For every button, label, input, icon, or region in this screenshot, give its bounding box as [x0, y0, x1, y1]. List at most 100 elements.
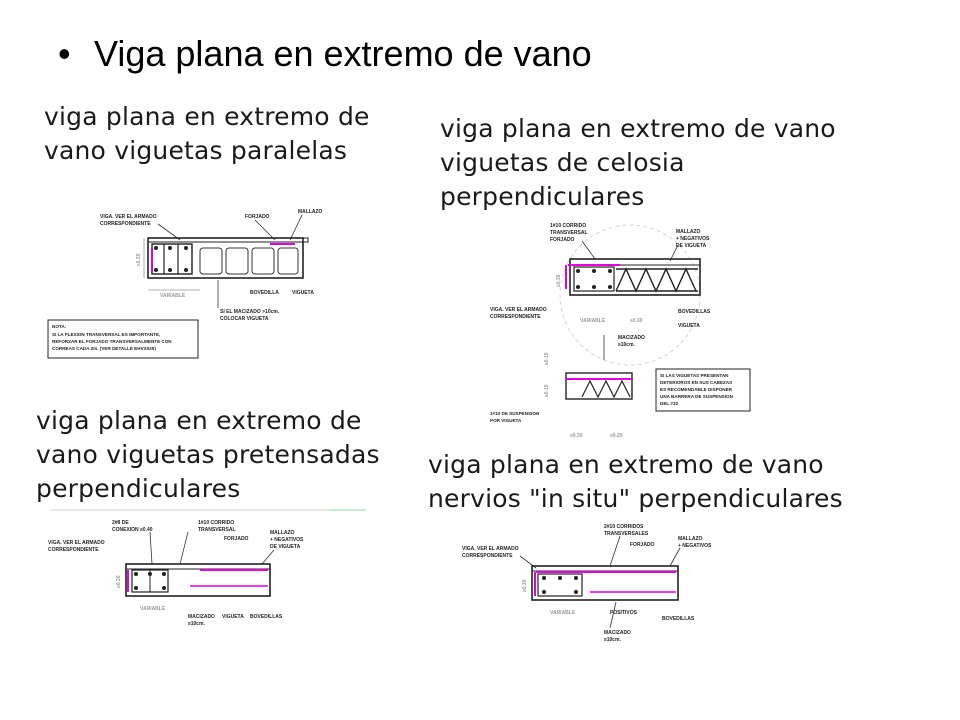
- caption-line: viguetas de celosia: [440, 148, 685, 177]
- label-cond-2: CONEXION ≥0.40: [112, 527, 153, 533]
- note-box: [47, 319, 199, 359]
- note-line: DEL #10: [660, 401, 678, 406]
- leader-line: [261, 549, 275, 565]
- rebar-dot: [154, 268, 158, 272]
- panel-1-drawing: VIGA. VER EL ARMADO CORRESPONDIENTE FORJ…: [47, 209, 323, 359]
- label-mallazo: MALLAZO: [676, 229, 701, 235]
- note-line: UNA BARRERA DE SUSPENSION: [660, 394, 734, 399]
- label-bovedillas: BOVEDILLAS: [250, 614, 283, 620]
- hollow-block: [277, 247, 299, 275]
- label-mallazo: MALLAZO: [270, 530, 295, 536]
- rebar-dot: [574, 576, 578, 580]
- label-mallazo-3: DE VIGUETA: [676, 243, 707, 249]
- label-dim-1: ≥0.30: [570, 433, 583, 439]
- rebar-dot: [134, 572, 138, 576]
- caption-line: viga plana en extremo de: [36, 406, 362, 435]
- lattice-truss: [615, 267, 697, 293]
- label-macizado: MACIZADO: [188, 614, 215, 620]
- label-forjado: FORJADO: [550, 237, 575, 243]
- label-macizado-2: ≥10cm.: [188, 621, 206, 627]
- stirrup: [573, 266, 615, 292]
- note-line: SI LAS VIGUETAS PRESENTAN: [660, 373, 729, 378]
- rebar-dot: [162, 572, 166, 576]
- rebar-dot: [168, 246, 172, 250]
- leader-line: [609, 601, 617, 629]
- rebar-dot: [576, 285, 580, 289]
- slab-topping: [147, 237, 309, 243]
- label-bovedillas: BOVEDILLAS: [662, 616, 695, 622]
- panel-3-caption: viga plana en extremo de vano viguetas p…: [36, 404, 380, 506]
- leader-line: [581, 240, 596, 260]
- rebar-dot: [154, 246, 158, 250]
- beam-section: [569, 258, 701, 296]
- caption-line: viga plana en extremo de vano: [428, 450, 824, 479]
- hollow-block: [251, 247, 275, 275]
- label-suspension-2: POR VIGUETA: [490, 418, 522, 423]
- label-corrido-2: TRANSVERSAL: [198, 527, 236, 533]
- rebar-dot: [592, 269, 596, 273]
- label-cond: 2#8 DE: [112, 520, 129, 526]
- label-macizado: SI EL MACIZADO >10cm.: [220, 309, 280, 315]
- leader-line: [609, 535, 621, 567]
- label-macizado: MACIZADO: [604, 630, 631, 636]
- label-corrido-2: TRANSVERSAL: [550, 230, 588, 236]
- label-variable: VARIABLE: [580, 318, 606, 324]
- caption-line: nervios "in situ" perpendiculares: [428, 484, 843, 513]
- note-line: ES RECOMENDABLE DISPONER: [660, 387, 733, 392]
- leader-line: [254, 219, 276, 241]
- note-line: REFORZAR EL FORJADO TRANSVERSALMENTE CON: [52, 339, 172, 344]
- label-macizado: MACIZADO: [618, 335, 645, 341]
- beam-section: [125, 563, 271, 597]
- leader-line: [289, 214, 303, 241]
- rebar-dot: [184, 268, 188, 272]
- label-vigueta: VIGUETA: [292, 290, 314, 296]
- stirrup: [537, 573, 583, 597]
- rebar-dot: [168, 268, 172, 272]
- rebar-dot: [134, 586, 138, 590]
- note-box: [655, 368, 751, 412]
- leader-line: [179, 531, 189, 565]
- label-viga: VIGA. VER EL ARMADO: [100, 214, 157, 220]
- panel-1-caption: viga plana en extremo de vano viguetas p…: [44, 100, 370, 168]
- label-variable: VARIABLE: [160, 293, 186, 299]
- caption-line: vano viguetas pretensadas: [36, 440, 380, 469]
- label-viga2: CORRESPONDIENTE: [100, 221, 151, 227]
- detail-section: [565, 372, 633, 400]
- leader-line: [669, 547, 681, 567]
- hollow-block: [199, 247, 223, 275]
- label-mallazo-2: + NEGATIVOS: [270, 537, 304, 543]
- rebar-dot: [148, 572, 152, 576]
- label-mallazo-2: + NEGATIVOS: [678, 543, 712, 549]
- label-suspension: 1#10 DE SUSPENSION: [490, 411, 540, 416]
- panel-4-caption: viga plana en extremo de vano nervios "i…: [428, 448, 843, 516]
- panel-3-drawing: 2#8 DE CONEXION ≥0.40 1#10 CORRIDO TRANS…: [48, 509, 366, 627]
- label-vigueta: VIGUETA: [678, 323, 700, 329]
- beam-section: [531, 565, 679, 601]
- label-corrido: 2#10 CORRIDOS: [604, 524, 644, 530]
- label-mallazo-3: DE VIGUETA: [270, 544, 301, 550]
- panel-4-drawing: 2#10 CORRIDOS TRANSVERSALES FORJADO MALL…: [462, 524, 712, 643]
- label-bovedillas: BOVEDILLAS: [678, 309, 711, 315]
- label-viga-2: CORRESPONDIENTE: [48, 547, 99, 553]
- label-positivos: POSITIVOS: [610, 610, 638, 616]
- label-height: ≥0.30: [556, 274, 562, 287]
- label-bovedilla: BOVEDILLA: [250, 290, 279, 296]
- label-dim-2: ≥0.25: [610, 433, 623, 439]
- panel-2-drawing: 1#10 CORRIDO TRANSVERSAL FORJADO MALLAZO…: [490, 223, 751, 439]
- label-corrido-2: TRANSVERSALES: [604, 531, 649, 537]
- label-height-2: ≥0.15: [544, 352, 550, 365]
- rebar-dot: [592, 285, 596, 289]
- label-macizado-2: COLOCAR VIGUETA: [220, 316, 269, 322]
- caption-line: viga plana en extremo de vano: [440, 114, 836, 143]
- label-forjado: FORJADO: [245, 214, 270, 220]
- rebar-dot: [608, 285, 612, 289]
- caption-line: perpendiculares: [36, 474, 241, 503]
- rebar-dot: [576, 269, 580, 273]
- label-macizado-2: ≥10cm.: [604, 637, 622, 643]
- caption-line: perpendiculares: [440, 182, 645, 211]
- label-variable: VARIABLE: [140, 606, 166, 612]
- note-line: CORREAS CADA 2m. (VER DETALLE EHVX025): [52, 346, 156, 351]
- label-corrido: 1#10 CORRIDO: [198, 520, 234, 526]
- rebar-dot: [558, 576, 562, 580]
- label-variable: VARIABLE: [550, 610, 576, 616]
